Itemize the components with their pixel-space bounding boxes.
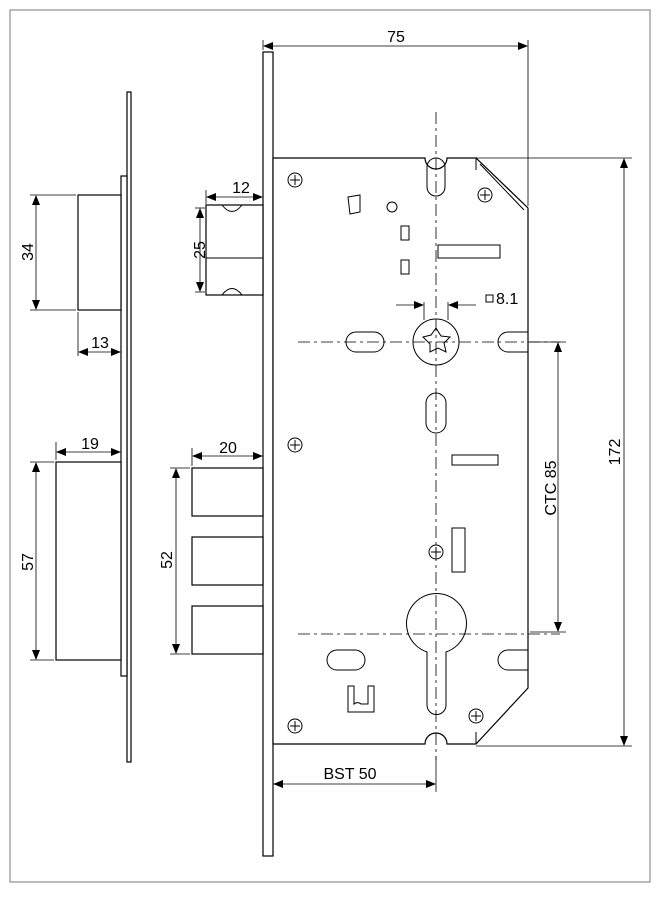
- screw-icon: [287, 718, 303, 734]
- screw-icon: [428, 544, 444, 560]
- dim-total-depth: 75: [387, 29, 405, 46]
- middle-slot: [425, 392, 447, 434]
- spindle-side-slot: [345, 331, 385, 353]
- dim-strike-bolt-depth: 19: [81, 436, 99, 453]
- dim-strike-latch-height: 34: [20, 243, 37, 261]
- screw-icon: [287, 437, 303, 453]
- drawing-frame: [9, 9, 651, 883]
- dim-deadbolt-height: 52: [159, 551, 176, 569]
- dim-height-overall: 172: [607, 439, 624, 466]
- lock-case: [272, 157, 529, 745]
- dim-strike-latch-depth: 13: [91, 335, 109, 352]
- dim-strike-bolt-height: 57: [20, 553, 37, 571]
- cylinder-profile-cutout: [406, 593, 467, 715]
- dim-latch-height: 25: [192, 241, 209, 259]
- dim-latch-width: 12: [232, 180, 250, 197]
- deadbolt: [191, 467, 264, 655]
- screw-icon: [287, 172, 303, 188]
- dim-deadbolt-width: 20: [219, 440, 237, 457]
- dim-backset: BST 50: [323, 766, 376, 783]
- faceplate: [262, 51, 274, 857]
- dim-ctc: CTC 85: [543, 460, 560, 515]
- lower-hook: [347, 685, 375, 713]
- screw-icon: [477, 187, 493, 203]
- strike-plate-flange: [120, 175, 128, 677]
- dim-spindle-square: 8.1: [496, 291, 518, 308]
- lower-side-slot: [326, 649, 366, 671]
- lock-body-view: 12 25 75 172: [159, 29, 632, 857]
- strike-plate-view: 34 13 19 57: [20, 91, 132, 763]
- top-slot: [426, 157, 446, 197]
- screw-icon: [468, 708, 484, 724]
- strike-latch-box: [77, 194, 122, 311]
- strike-bolt-box: [55, 461, 122, 661]
